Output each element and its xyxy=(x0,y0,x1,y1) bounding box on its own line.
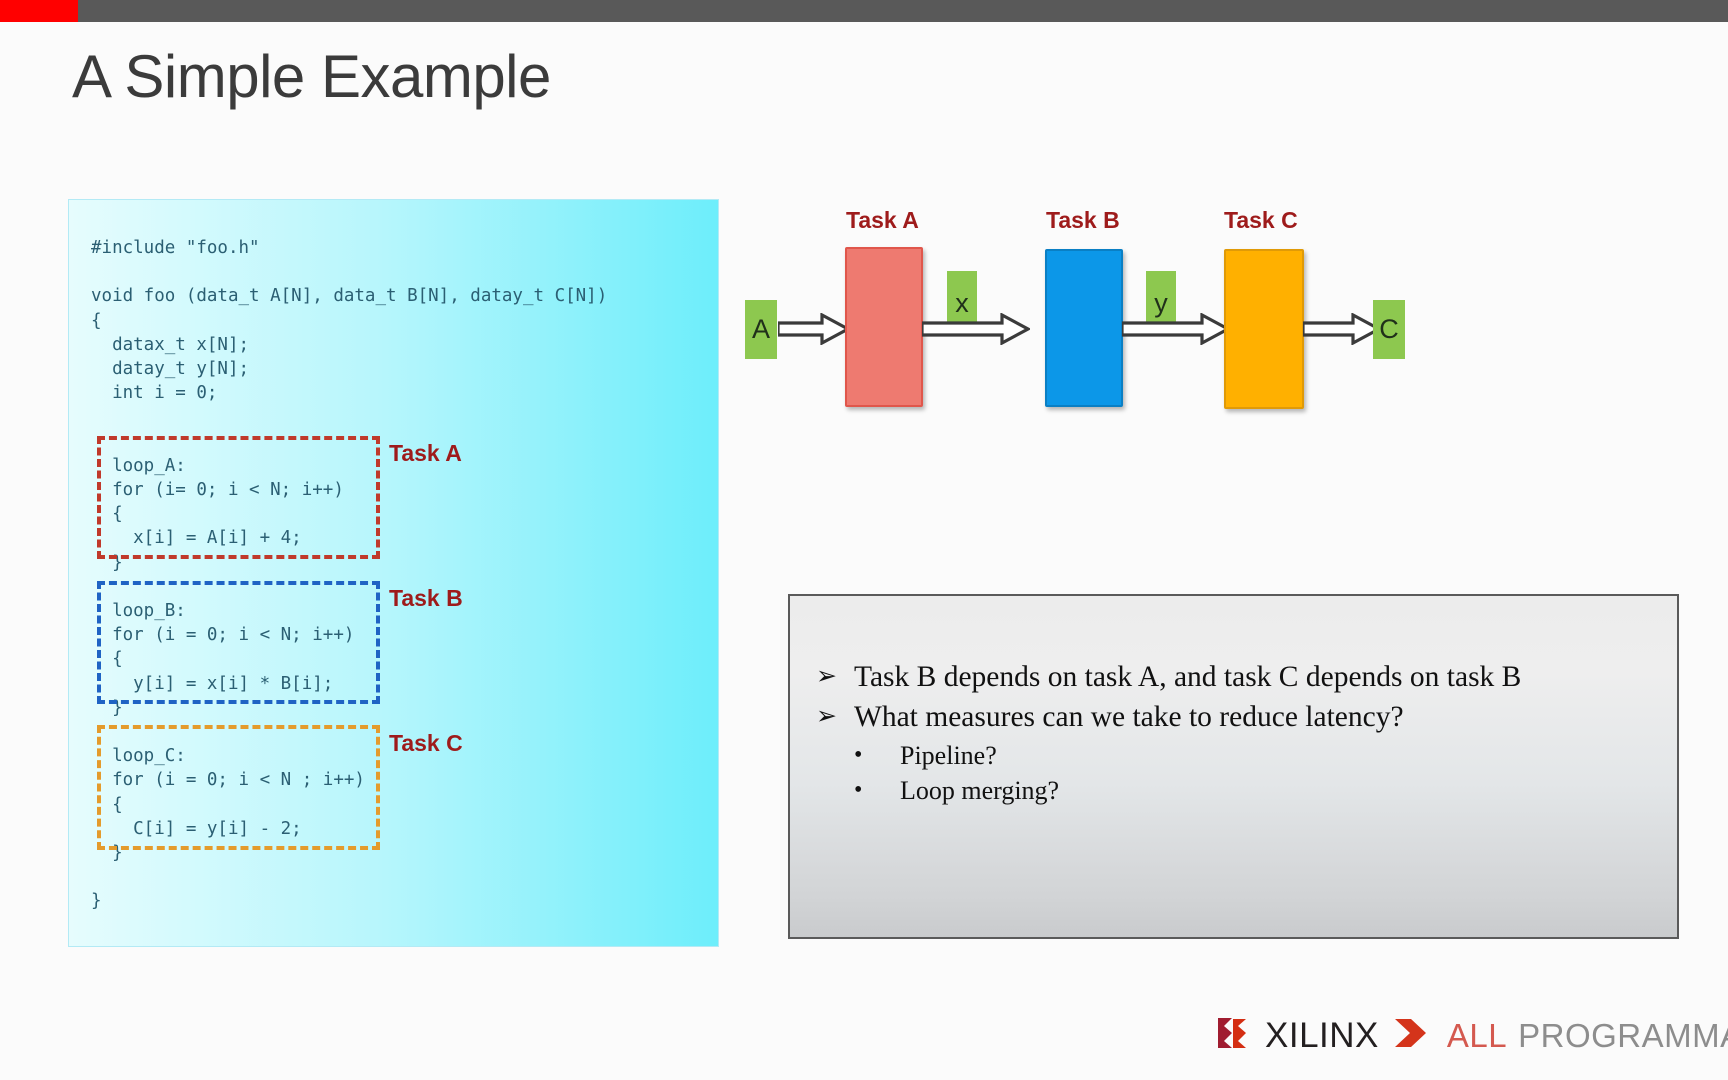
top-bar xyxy=(0,0,1728,22)
note-subbullet-text: Loop merging? xyxy=(900,776,1060,805)
note-bullet-item: ➢ What measures can we take to reduce la… xyxy=(812,698,1672,736)
top-bar-accent xyxy=(0,0,78,22)
dot-bullet-icon: • xyxy=(854,742,863,768)
tagline-accent: ALL xyxy=(1446,1016,1508,1054)
xilinx-logo-icon xyxy=(1215,1014,1253,1057)
dot-bullet-icon: • xyxy=(854,777,863,803)
diagram-task-a-label: Task A xyxy=(846,207,919,233)
diagram-input-a: A xyxy=(745,300,777,359)
note-bullet-text: Task B depends on task A, and task C dep… xyxy=(854,661,1522,693)
note-subbullet-item: • Pipeline? xyxy=(812,738,1672,773)
diagram-task-b-box xyxy=(1045,249,1123,407)
pipeline-diagram: Task A Task B Task C A x y xyxy=(745,207,1560,445)
loop-a-highlight xyxy=(97,436,380,559)
note-bullet-text: What measures can we take to reduce late… xyxy=(854,701,1404,733)
code-task-a-label: Task A xyxy=(389,440,462,466)
diagram-task-a-box xyxy=(845,247,923,407)
diagram-task-c-box xyxy=(1224,249,1304,409)
tagline-rest: PROGRAMMAB xyxy=(1518,1016,1728,1054)
arrow-a-to-task-a xyxy=(778,313,850,345)
diagram-task-c-label: Task C xyxy=(1224,207,1298,233)
diagram-output-c: C xyxy=(1373,300,1405,359)
loop-c-highlight xyxy=(97,725,380,850)
arrow-task-b-to-task-c xyxy=(1122,313,1230,345)
arrow-bullet-icon: ➢ xyxy=(816,663,837,690)
note-bullet-item: ➢ Task B depends on task A, and task C d… xyxy=(812,658,1672,696)
code-task-b-label: Task B xyxy=(389,585,463,611)
note-subbullet-item: • Loop merging? xyxy=(812,773,1672,808)
arrow-task-c-to-output xyxy=(1303,313,1381,345)
note-box: ➢ Task B depends on task A, and task C d… xyxy=(788,594,1679,939)
note-subbullet-text: Pipeline? xyxy=(900,741,997,770)
code-task-c-label: Task C xyxy=(389,730,463,756)
xilinx-wordmark: XILINX xyxy=(1265,1015,1379,1055)
chevron-right-icon xyxy=(1393,1016,1433,1055)
code-panel: #include "foo.h" void foo (data_t A[N], … xyxy=(69,200,718,946)
arrow-bullet-icon: ➢ xyxy=(816,703,837,730)
arrow-task-a-to-task-b xyxy=(922,313,1030,345)
diagram-task-b-label: Task B xyxy=(1046,207,1120,233)
footer-brand: XILINX ALL PROGRAMMAB xyxy=(1215,1014,1728,1057)
loop-b-highlight xyxy=(97,581,380,704)
note-bullet-list: ➢ Task B depends on task A, and task C d… xyxy=(812,658,1672,808)
page-title: A Simple Example xyxy=(72,43,551,110)
code-source: #include "foo.h" void foo (data_t A[N], … xyxy=(91,238,608,912)
